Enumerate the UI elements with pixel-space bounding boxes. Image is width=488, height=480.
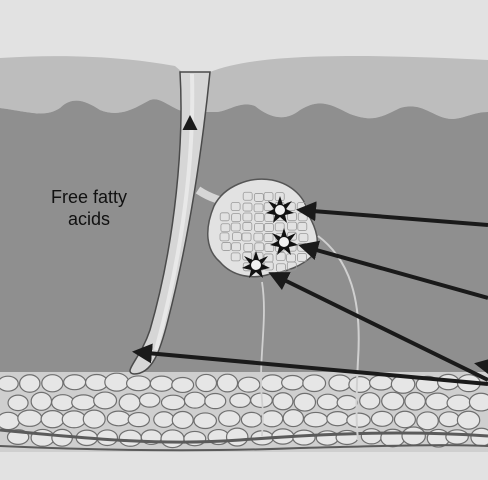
bottom-margin	[0, 452, 488, 480]
fat-cell	[327, 412, 349, 426]
label-line-2: acids	[34, 208, 144, 230]
fat-cell	[161, 395, 184, 410]
fat-cell	[238, 377, 260, 392]
fat-cell	[0, 376, 18, 391]
fat-cell	[347, 413, 370, 427]
fat-cell	[217, 374, 237, 392]
fat-cell	[107, 411, 130, 426]
fat-cell	[382, 392, 404, 410]
fat-cell	[447, 395, 471, 411]
fat-cell	[127, 376, 151, 391]
fat-cell	[184, 431, 206, 445]
fat-cell	[184, 392, 205, 408]
fat-cell	[426, 393, 450, 410]
fat-cell	[119, 430, 141, 446]
fat-cell	[172, 377, 194, 392]
fat-cell	[62, 411, 86, 428]
fat-cell	[94, 392, 117, 409]
fat-cell	[371, 411, 392, 426]
fat-cell	[360, 393, 380, 409]
fat-cell	[128, 413, 149, 427]
fat-cell	[172, 411, 193, 428]
fat-cell	[303, 375, 326, 392]
fat-cell	[18, 410, 42, 426]
fat-cell	[196, 374, 217, 391]
fat-cell	[8, 395, 28, 410]
fat-cell	[0, 412, 19, 429]
fat-cell	[241, 412, 261, 427]
fat-cell	[140, 393, 160, 407]
fat-cell	[205, 393, 226, 408]
fat-cell	[283, 410, 303, 427]
fat-cell	[161, 430, 184, 448]
free-fatty-acids-label: Free fatty acids	[34, 186, 144, 230]
fat-cell	[52, 395, 74, 411]
fat-cell	[41, 411, 64, 428]
fat-cell	[394, 411, 415, 428]
fat-cell	[457, 411, 479, 429]
fat-cell	[446, 430, 468, 444]
fat-cell	[227, 428, 248, 446]
fat-cell	[294, 393, 315, 411]
fat-cell	[469, 393, 488, 411]
fat-cell	[119, 394, 140, 411]
fat-cell	[417, 412, 439, 430]
fat-cell	[20, 375, 40, 393]
fat-cell	[402, 427, 425, 445]
fat-cell	[273, 393, 293, 410]
fat-cell	[72, 395, 96, 410]
fat-cell	[329, 375, 351, 391]
fat-cell	[370, 375, 393, 390]
fat-cell	[219, 411, 240, 427]
fat-cell	[83, 410, 105, 428]
fat-cell	[64, 375, 86, 390]
label-line-1: Free fatty	[34, 186, 144, 208]
fat-cell	[304, 412, 328, 426]
fat-cell	[154, 412, 174, 428]
fat-cell	[194, 413, 216, 429]
fat-cell	[317, 394, 338, 409]
fat-cell	[337, 396, 357, 410]
fat-cell	[261, 375, 284, 392]
fat-cell	[349, 377, 371, 393]
fat-cell	[31, 392, 51, 410]
fat-cell	[150, 376, 173, 391]
fat-cell	[230, 393, 251, 407]
fat-cell	[105, 373, 129, 391]
fat-cell	[439, 412, 459, 427]
fat-cell	[361, 429, 381, 444]
fat-cell	[261, 411, 283, 427]
fat-cell	[282, 375, 304, 389]
pointer-arrow-stub	[478, 364, 488, 366]
fat-cell	[42, 375, 63, 392]
fat-cell	[405, 392, 425, 410]
